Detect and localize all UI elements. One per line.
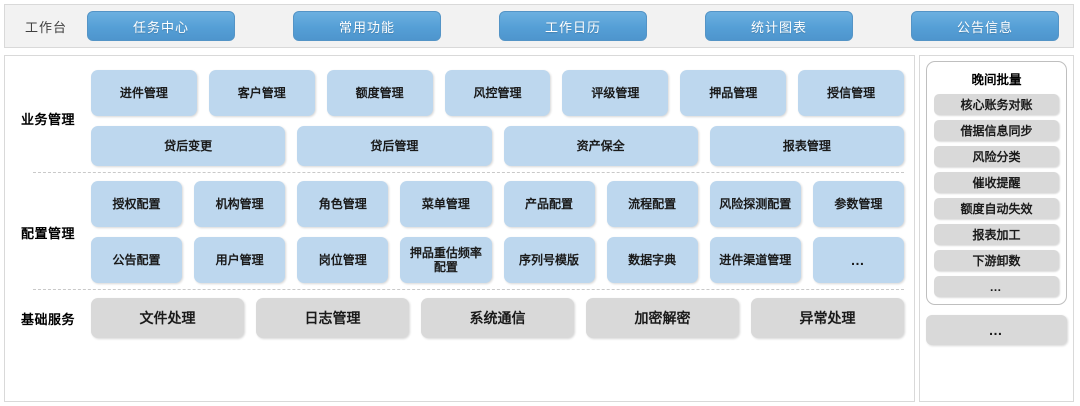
business-row-2: 贷后变更 贷后管理 资产保全 报表管理 xyxy=(91,126,904,166)
workbench-label: 工作台 xyxy=(24,19,67,35)
top-toolbar: 工作台 任务中心 常用功能 工作日历 统计图表 公告信息 xyxy=(4,4,1074,48)
section-label-configuration-management: 配置管理 xyxy=(20,225,75,241)
tile-log-management[interactable]: 日志管理 xyxy=(256,298,409,338)
tile-process-config[interactable]: 流程配置 xyxy=(606,181,698,227)
panel-more-tile[interactable]: … xyxy=(926,315,1067,345)
tile-exception-handling[interactable]: 异常处理 xyxy=(751,298,904,338)
tile-customer-management[interactable]: 客户管理 xyxy=(208,70,315,116)
tile-encryption-decryption[interactable]: 加密解密 xyxy=(586,298,739,338)
tile-menu-management[interactable]: 菜单管理 xyxy=(400,181,492,227)
basic-row-1: 文件处理 日志管理 系统通信 加密解密 异常处理 xyxy=(91,298,904,338)
batch-item-credit-limit-auto-expiry[interactable]: 额度自动失效 xyxy=(934,198,1059,219)
tab-statistics-chart[interactable]: 统计图表 xyxy=(705,11,853,41)
business-row-1: 进件管理 客户管理 额度管理 风控管理 评级管理 押品管理 授信管理 xyxy=(91,70,905,116)
section-business-management: 业务管理 进件管理 客户管理 额度管理 风控管理 评级管理 押品管理 授信管理 … xyxy=(5,56,914,166)
tile-collateral-management[interactable]: 押品管理 xyxy=(680,70,787,116)
tile-user-management[interactable]: 用户管理 xyxy=(194,237,286,283)
batch-item-core-account-reconciliation[interactable]: 核心账务对账 xyxy=(934,94,1059,115)
tab-announcements[interactable]: 公告信息 xyxy=(911,11,1059,41)
section-rows-basic: 文件处理 日志管理 系统通信 加密解密 异常处理 xyxy=(91,298,914,338)
tile-post-loan-change[interactable]: 贷后变更 xyxy=(91,126,286,166)
tile-application-management[interactable]: 进件管理 xyxy=(91,70,197,116)
tile-product-config[interactable]: 产品配置 xyxy=(503,181,595,227)
tile-collateral-revaluation-frequency-config[interactable]: 押品重估频率配置 xyxy=(400,237,492,283)
tile-parameter-management[interactable]: 参数管理 xyxy=(812,181,904,227)
section-divider-1 xyxy=(33,172,904,173)
section-rows-business: 进件管理 客户管理 额度管理 风控管理 评级管理 押品管理 授信管理 贷后变更 … xyxy=(91,70,914,166)
tile-announcement-config[interactable]: 公告配置 xyxy=(91,237,183,283)
tile-position-management[interactable]: 岗位管理 xyxy=(297,237,389,283)
tab-work-calendar[interactable]: 工作日历 xyxy=(499,11,647,41)
tile-config-more[interactable]: … xyxy=(812,237,904,283)
config-row-2: 公告配置 用户管理 岗位管理 押品重估频率配置 序列号模版 数据字典 进件渠道管… xyxy=(91,237,904,283)
tab-common-functions[interactable]: 常用功能 xyxy=(293,11,441,41)
tile-risk-control-management[interactable]: 风控管理 xyxy=(444,70,551,116)
section-divider-2 xyxy=(33,289,904,290)
tile-risk-detection-config[interactable]: 风险探测配置 xyxy=(709,181,801,227)
tab-task-center[interactable]: 任务中心 xyxy=(87,11,235,41)
section-rows-config: 授权配置 机构管理 角色管理 菜单管理 产品配置 流程配置 风险探测配置 参数管… xyxy=(91,181,914,283)
tile-rating-management[interactable]: 评级管理 xyxy=(562,70,669,116)
tile-serial-number-template[interactable]: 序列号模版 xyxy=(503,237,595,283)
tile-asset-preservation[interactable]: 资产保全 xyxy=(503,126,698,166)
section-label-business-management: 业务管理 xyxy=(20,111,75,127)
tile-data-dictionary[interactable]: 数据字典 xyxy=(606,237,698,283)
section-label-basic-services: 基础服务 xyxy=(20,311,75,327)
section-basic-services: 基础服务 文件处理 日志管理 系统通信 加密解密 异常处理 xyxy=(5,296,914,338)
tile-role-management[interactable]: 角色管理 xyxy=(297,181,389,227)
tile-application-channel-management[interactable]: 进件渠道管理 xyxy=(709,237,801,283)
tile-post-loan-management[interactable]: 贷后管理 xyxy=(297,126,492,166)
batch-item-more[interactable]: … xyxy=(934,276,1059,297)
night-batch-title: 晚间批量 xyxy=(971,73,1022,87)
batch-item-downstream-data-unload[interactable]: 下游卸数 xyxy=(934,250,1059,271)
tile-authorization-config[interactable]: 授权配置 xyxy=(91,181,183,227)
config-row-1: 授权配置 机构管理 角色管理 菜单管理 产品配置 流程配置 风险探测配置 参数管… xyxy=(91,181,904,227)
night-batch-panel: 晚间批量 核心账务对账 借据信息同步 风险分类 催收提醒 额度自动失效 报表加工… xyxy=(919,55,1074,402)
tile-system-communication[interactable]: 系统通信 xyxy=(421,298,574,338)
batch-item-report-processing[interactable]: 报表加工 xyxy=(934,224,1059,245)
module-map-panel: 业务管理 进件管理 客户管理 额度管理 风控管理 评级管理 押品管理 授信管理 … xyxy=(4,55,915,402)
night-batch-card: 晚间批量 核心账务对账 借据信息同步 风险分类 催收提醒 额度自动失效 报表加工… xyxy=(926,61,1067,305)
tile-credit-granting-management[interactable]: 授信管理 xyxy=(798,70,905,116)
batch-item-iou-info-sync[interactable]: 借据信息同步 xyxy=(934,120,1059,141)
section-configuration-management: 配置管理 授权配置 机构管理 角色管理 菜单管理 产品配置 流程配置 风险探测配… xyxy=(5,179,914,283)
tile-credit-limit-management[interactable]: 额度管理 xyxy=(326,70,433,116)
tile-organization-management[interactable]: 机构管理 xyxy=(194,181,286,227)
tile-report-management[interactable]: 报表管理 xyxy=(709,126,904,166)
tile-file-processing[interactable]: 文件处理 xyxy=(91,298,244,338)
top-tab-list: 任务中心 常用功能 工作日历 统计图表 公告信息 xyxy=(87,11,1073,41)
batch-item-collection-reminder[interactable]: 催收提醒 xyxy=(934,172,1059,193)
batch-item-risk-classification[interactable]: 风险分类 xyxy=(934,146,1059,167)
